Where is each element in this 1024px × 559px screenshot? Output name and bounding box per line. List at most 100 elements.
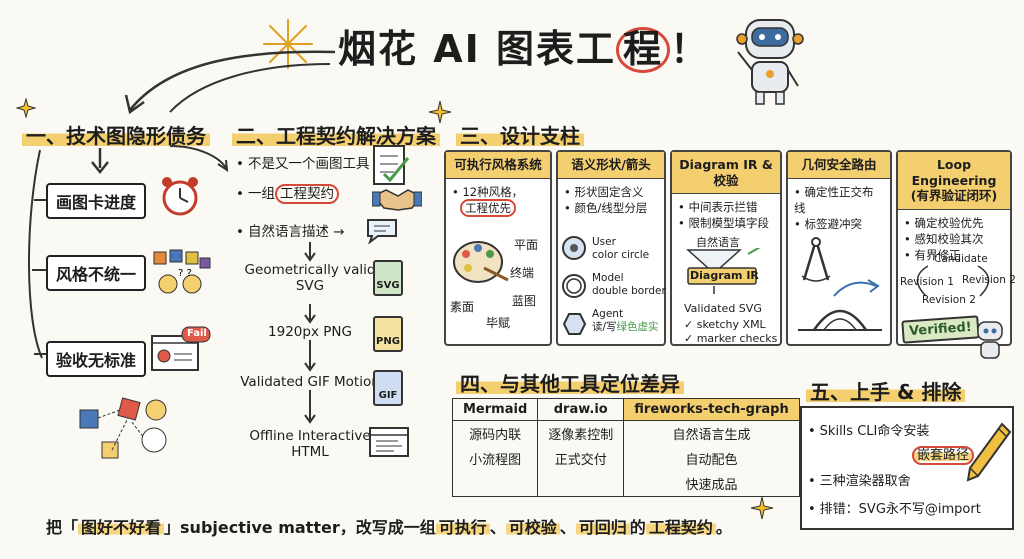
title-arrow-icon (124, 50, 336, 115)
table-cell: draw.io (537, 398, 625, 421)
svg-file-icon: SVG (373, 260, 403, 296)
alarm-clock-icon (162, 177, 198, 216)
pillar-loop-line1: • 确定校验优先 (904, 215, 984, 230)
svg-text:? ?: ? ? (178, 268, 192, 279)
compass-bridge-icon (798, 237, 882, 331)
issue-acceptance-box: 验收无标准 (46, 341, 147, 377)
pillar-geo-title: 几何安全路由 (788, 152, 890, 179)
loop-cycle-icon (916, 265, 990, 297)
ir-flow-ir: Diagram IR (690, 269, 759, 282)
flow-gif: Validated GIF Motion (240, 374, 380, 390)
checklist-icon (373, 145, 410, 185)
s2-bullet-not-tool: 不是又一个画图工具 (236, 156, 370, 172)
pillar-diagram-ir: Diagram IR & 校验 • 中间表示拦错 • 限制模型填字段 (670, 150, 782, 346)
section1-heading: 一、技术图隐形债务 (22, 120, 210, 149)
ir-flow-nl: 自然语言 (696, 236, 740, 249)
gif-file-icon: GIF (373, 370, 403, 406)
confused-sketch-icon (79, 397, 167, 459)
pillar-loop-title: Loop Engineering(有界验证闭环) (898, 152, 1010, 210)
title-exclaim: ！ (670, 27, 711, 71)
sparkle-icon (750, 496, 774, 520)
png-file-icon: PNG (373, 316, 403, 352)
s5-debug: 排错：SVG永不写@import (808, 502, 981, 518)
inconsistent-style-icon: ? ? (153, 249, 211, 294)
section2-heading: 二、工程契约解决方案 (232, 120, 440, 149)
pillar-ir-line1: • 中间表示拦错 (678, 200, 758, 215)
style-label-terminal: 终端 (510, 266, 535, 280)
table-row: Mermaid draw.io fireworks-tech-graph (451, 398, 800, 421)
table-cell: fireworks-tech-graph (623, 398, 800, 421)
ir-check-marker: ✓ marker checks (684, 332, 778, 345)
loop-rev2b: Revision 2 (922, 294, 976, 306)
table-cell: 自然语言生成 (623, 420, 800, 446)
comparison-table: Mermaid draw.io fireworks-tech-graph 源码内… (451, 398, 800, 497)
fail-label: Fail (187, 328, 207, 339)
s5-renderer: 三种渲染器取舍 (808, 474, 911, 490)
section2-flow-arrows (304, 242, 316, 424)
semantic-shapes-icons (562, 236, 587, 335)
issue-progress-box: 画图卡进度 (46, 183, 147, 219)
table-cell: 源码内联 (451, 420, 539, 446)
table-cell: 正式交付 (537, 446, 625, 471)
pillar-loop-line2: • 感知校验其次 (904, 231, 984, 246)
robot-mascot-icon (736, 19, 804, 105)
s5-nested-path: 嵌套路径 (912, 444, 975, 465)
s2-contract-circled: 工程契约 (274, 184, 339, 204)
table-cell: 小流程图 (451, 446, 539, 471)
pillar-style-line1: • 12种风格， (452, 184, 524, 199)
sparkle-icon (16, 98, 36, 118)
ir-flow-svg: Validated SVG (684, 302, 762, 315)
loop-candidate: Candidate (934, 253, 988, 265)
flow-png: 1920px PNG (268, 324, 352, 340)
pillar-shapes-line2: • 颜色/线型分层 (564, 200, 648, 215)
pillar-ir-line2: • 限制模型填字段 (678, 216, 769, 231)
title-text: 烟花 AI 图表工 (338, 27, 617, 71)
ir-check-xml: ✓ sketchy XML (684, 318, 766, 331)
table-cell (451, 471, 539, 497)
browser-window-icon (369, 427, 409, 457)
pillar-geometry-routing: 几何安全路由 • 确定性正交布线 • 标签避冲突 (786, 150, 892, 346)
footer-summary: 把「图好不好看」subjective matter，改写成一组可执行、可校验、可… (46, 518, 732, 537)
page-title: 烟花 AI 图表工程！ (338, 18, 710, 73)
pillar-shapes-line1: • 形状固定含义 (564, 184, 644, 199)
loop-rev2a: Revision 2 (962, 274, 1016, 286)
pillar-ir-title: Diagram IR & 校验 (672, 152, 780, 195)
table-row: 小流程图 正式交付 自动配色 (451, 446, 800, 471)
table-cell (537, 471, 625, 497)
fail-window-icon (151, 326, 211, 371)
pencil-icon (966, 422, 1012, 482)
pillar-geo-line2: • 标签避冲突 (794, 216, 862, 231)
style-label-flat: 平面 (514, 238, 539, 252)
table-row: 源码内联 逐像素控制 自然语言生成 (451, 420, 800, 446)
pillar-geo-line1: • 确定性正交布线 (794, 184, 874, 215)
table-row: 快速成品 (451, 471, 800, 497)
speech-bubble-icon (367, 219, 397, 244)
style-label-blueprint: 蓝图 (512, 294, 537, 308)
pillar-loop-engineering: Loop Engineering(有界验证闭环) • 确定校验优先 • 感知校验… (896, 150, 1012, 346)
pillar-shapes-title: 语义形状/箭头 (558, 152, 664, 179)
table-cell: 逐像素控制 (537, 420, 625, 446)
table-cell: Mermaid (451, 398, 539, 421)
table-cell: 快速成品 (623, 471, 800, 497)
loop-rev1: Revision 1 (900, 276, 954, 288)
style-label-other: 毕赋 (486, 316, 511, 330)
sparkle-icon (428, 100, 452, 124)
s5-install: Skills CLI命令安装 (808, 424, 930, 440)
pillar-loop-line3: • 有界修正 (904, 248, 961, 263)
palette-icon (453, 241, 509, 283)
pillar-style-title: 可执行风格系统 (446, 152, 550, 179)
section5-heading: 五、上手 & 排除 (806, 376, 966, 405)
pillar-style-line2: 工程优先 (460, 198, 516, 217)
style-label-plain: 素面 (450, 300, 475, 314)
section4-heading: 四、与其他工具定位差异 (456, 368, 684, 397)
ir-funnel-icon (686, 248, 761, 294)
handshake-icon (372, 189, 422, 211)
small-robot-icon (977, 321, 1003, 359)
table-cell: 自动配色 (623, 446, 800, 471)
